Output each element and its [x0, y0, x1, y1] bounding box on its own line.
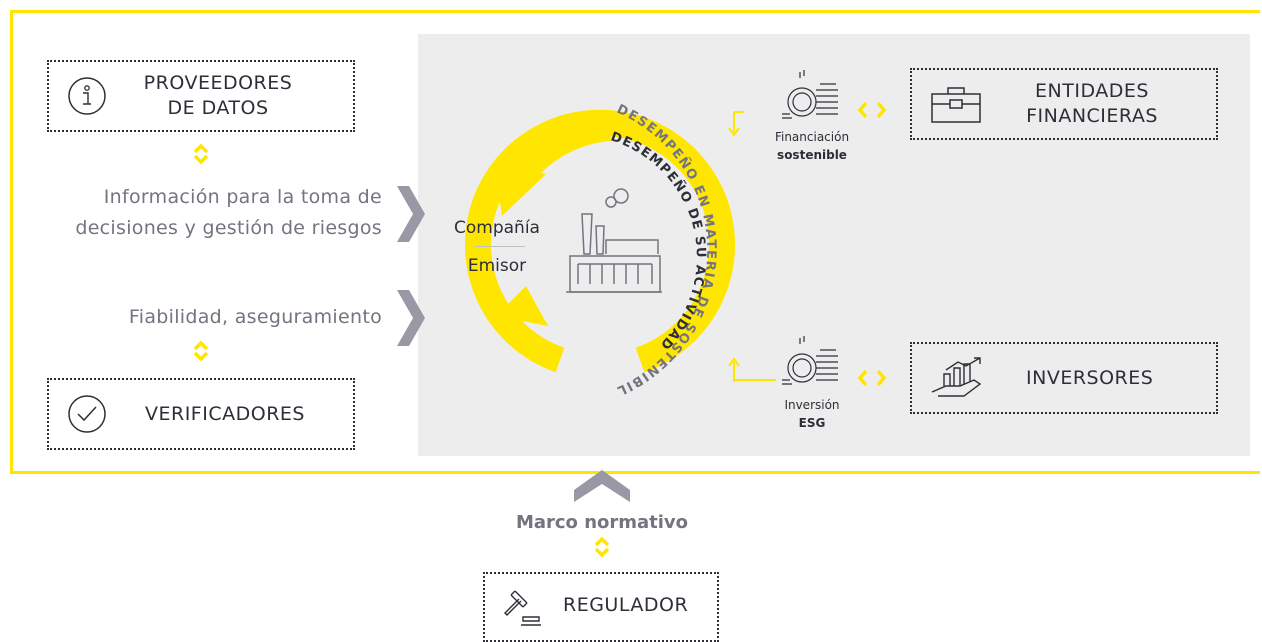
briefcase-icon	[930, 84, 982, 124]
gray-panel	[418, 34, 1250, 456]
inversores-label: INVERSORES	[1026, 366, 1154, 389]
inversion-caption-1: Inversión	[784, 398, 840, 412]
gavel-icon	[501, 587, 541, 627]
yellow-updown-chevron-icon	[193, 340, 209, 362]
proveedores-label-1: PROVEEDORES	[143, 72, 293, 95]
check-icon	[67, 394, 107, 434]
yellow-updown-chevron-icon	[193, 143, 209, 165]
yellow-down-arrow-icon	[728, 111, 744, 137]
company-divider	[475, 246, 525, 247]
ring-arrowhead-bottom	[496, 286, 548, 326]
verificadores-box: VERIFICADORES	[47, 378, 355, 450]
company-label: Compañía	[454, 218, 540, 238]
gray-chevron-up-icon	[574, 470, 630, 502]
yellow-updown-chevron-icon	[594, 536, 610, 558]
info-text: Información para la toma de decisiones y…	[2, 182, 382, 244]
verificadores-label: VERIFICADORES	[145, 402, 305, 425]
yellow-up-arrow-icon	[728, 357, 776, 382]
inversion-caption: Inversión ESG	[762, 396, 862, 432]
regulador-box: REGULADOR	[483, 572, 719, 642]
cycle-diagram: DESEMPEÑO EN MATERIA DE SOSTENIBILIDAD D…	[440, 90, 735, 398]
entidades-label-2: FINANCIERAS	[1026, 105, 1158, 127]
gray-chevron-right-icon	[397, 290, 425, 346]
growth-hand-icon	[930, 356, 986, 400]
inversores-box: INVERSORES	[910, 342, 1218, 414]
entidades-label-1: ENTIDADES	[1035, 80, 1149, 103]
yellow-frame	[10, 10, 1260, 474]
financiacion-caption-2: sostenible	[777, 148, 847, 162]
gray-chevron-right-icon	[397, 186, 425, 242]
yellow-leftright-chevron-icon	[857, 369, 887, 387]
coins-icon	[782, 70, 838, 119]
yellow-leftright-chevron-icon	[857, 101, 887, 119]
info-text-line-2: decisiones y gestión de riesgos	[75, 217, 382, 239]
info-icon	[67, 76, 107, 116]
fiabilidad-text: Fiabilidad, aseguramiento	[128, 306, 382, 328]
proveedores-label-2: DE DATOS	[167, 97, 269, 119]
ring-arrowhead-top	[494, 164, 546, 216]
financiacion-caption: Financiación sostenible	[762, 128, 862, 164]
financiacion-caption-1: Financiación	[774, 130, 850, 144]
entidades-box: ENTIDADES FINANCIERAS	[910, 68, 1218, 140]
proveedores-box: PROVEEDORES DE DATOS	[47, 60, 355, 132]
factory-icon	[566, 188, 662, 293]
regulador-label: REGULADOR	[563, 593, 689, 616]
emitter-label: Emisor	[467, 256, 527, 276]
marco-normativo-label: Marco normativo	[515, 512, 689, 533]
inversion-caption-2: ESG	[798, 416, 826, 430]
coins-icon	[782, 336, 838, 385]
info-text-line-1: Información para la toma de	[103, 186, 382, 208]
